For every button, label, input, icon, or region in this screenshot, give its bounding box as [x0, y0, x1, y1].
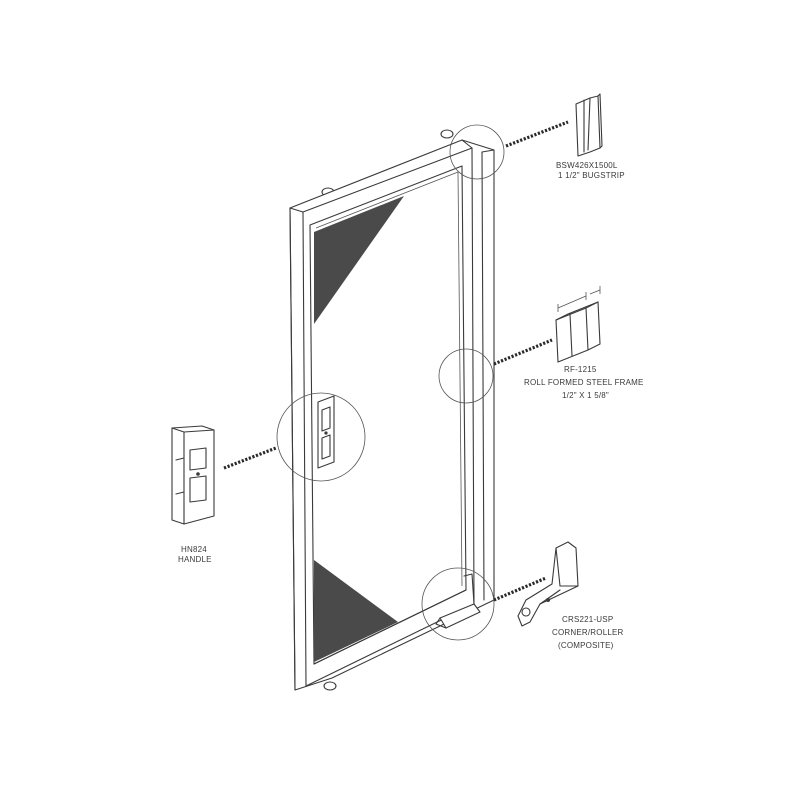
bugstrip-desc: 1 1/2" BUGSTRIP — [558, 171, 625, 180]
leader-lines — [223, 120, 569, 602]
detail-circle-frame — [438, 348, 494, 404]
handle-desc: HANDLE — [178, 555, 212, 564]
mesh-bottom-triangle — [314, 560, 398, 662]
callout-handle: HN824 HANDLE — [178, 545, 212, 564]
installed-handle — [317, 395, 335, 469]
handle-part — [171, 425, 215, 525]
installed-corner-roller — [435, 573, 481, 629]
callout-frame: RF-1215 ROLL FORMED STEEL FRAME 1/2" X 1… — [524, 365, 644, 400]
corner-code: CRS221-USP — [562, 615, 613, 624]
bottom-roller — [323, 681, 337, 691]
detail-circle-bugstrip — [449, 124, 505, 180]
leader-bugstrip — [505, 120, 569, 148]
detail-circle-corner — [421, 567, 495, 641]
detail-circles — [276, 124, 505, 641]
frame-dims: 1/2" X 1 5/8" — [562, 391, 609, 400]
screen-mesh — [314, 196, 404, 662]
callout-bugstrip: BSW426X1500L 1 1/2" BUGSTRIP — [556, 161, 625, 180]
detail-circle-handle — [276, 392, 366, 482]
frame-code: RF-1215 — [564, 365, 597, 374]
mesh-top-triangle — [314, 196, 404, 324]
leader-handle — [223, 446, 277, 470]
corner-roller-part — [517, 541, 579, 627]
corner-material: (COMPOSITE) — [558, 641, 614, 650]
corner-desc: CORNER/ROLLER — [552, 628, 624, 637]
leader-corner — [493, 576, 547, 602]
top-roller — [440, 129, 454, 139]
leader-frame — [493, 338, 553, 366]
callout-corner: CRS221-USP CORNER/ROLLER (COMPOSITE) — [552, 615, 624, 650]
bugstrip-part — [575, 93, 603, 157]
frame-profile-part — [555, 286, 601, 363]
frame-desc: ROLL FORMED STEEL FRAME — [524, 378, 644, 387]
bugstrip-code: BSW426X1500L — [556, 161, 618, 170]
handle-code: HN824 — [181, 545, 207, 554]
